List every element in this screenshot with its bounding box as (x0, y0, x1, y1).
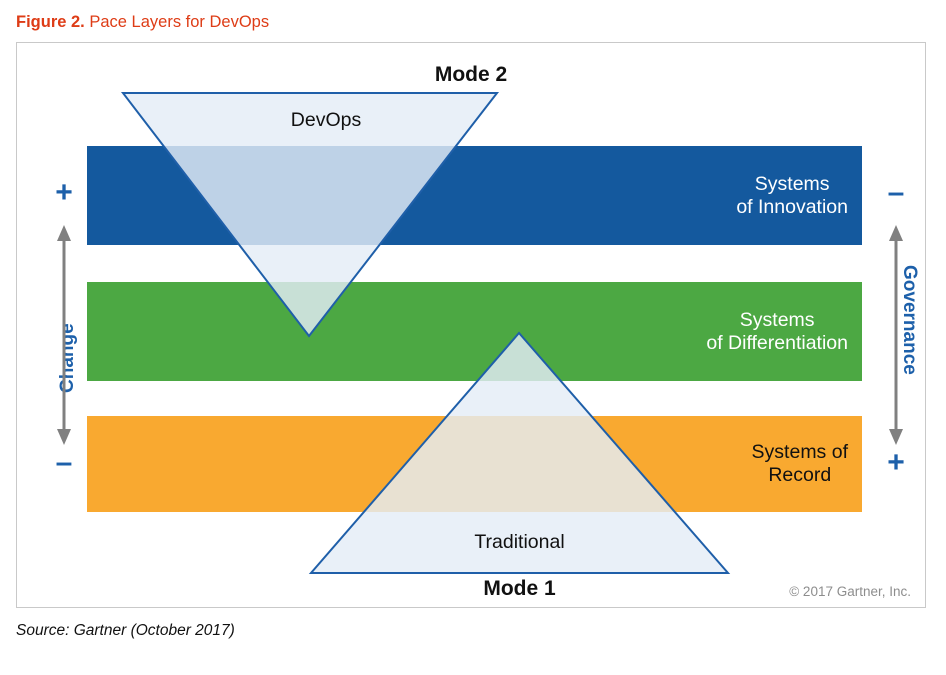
governance-axis-arrow-icon (889, 225, 903, 445)
change-axis-arrow-icon (57, 225, 71, 445)
copyright-notice: © 2017 Gartner, Inc. (789, 584, 911, 599)
diagram-canvas: Systems of Innovation Systems of Differe… (17, 43, 925, 607)
figure-frame: Systems of Innovation Systems of Differe… (16, 42, 926, 608)
pace-layer-innovation[interactable]: Systems of Innovation (87, 146, 862, 245)
mode1-body-label: Traditional (474, 531, 565, 553)
pace-layer-record[interactable]: Systems of Record (87, 416, 862, 512)
governance-axis-plus-sign: + (887, 446, 905, 479)
mode1-heading: Mode 1 (483, 577, 556, 600)
figure-caption-title: Pace Layers for DevOps (89, 13, 270, 31)
figure-caption: Figure 2. Pace Layers for DevOps (16, 12, 269, 32)
pace-layer-record-label: Systems of Record (751, 441, 848, 486)
pace-layer-differentiation-label: Systems of Differentiation (706, 308, 848, 354)
pace-layer-differentiation[interactable]: Systems of Differentiation (87, 282, 862, 381)
figure-caption-label: Figure 2. (16, 13, 85, 31)
change-axis-plus-sign: + (55, 176, 73, 209)
source-note: Source: Gartner (October 2017) (16, 622, 235, 639)
change-axis-minus-sign: – (55, 446, 73, 479)
mode2-heading: Mode 2 (434, 63, 508, 86)
governance-axis-minus-sign: – (887, 176, 905, 209)
mode2-body-label: DevOps (290, 109, 362, 131)
pace-layer-innovation-label: Systems of Innovation (736, 172, 848, 218)
